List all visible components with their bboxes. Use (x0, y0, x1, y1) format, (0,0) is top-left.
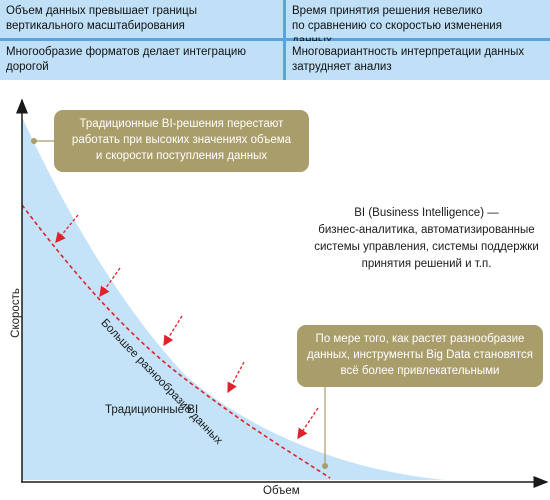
callout-line: работать при высоких значениях объема (71, 134, 292, 146)
shift-arrow (163, 315, 183, 347)
table-cell-variety: Многообразие форматов делает интеграцию … (0, 41, 283, 80)
shift-arrow (297, 407, 319, 440)
callout-big-data: По мере того, как растет разнообразие да… (297, 325, 543, 387)
cell-line: Объем данных превышает границы (6, 5, 197, 17)
cell-line: Время принятия решения невелико (292, 5, 483, 17)
traditional-bi-label: Традиционные BI (105, 404, 199, 416)
callout-line: Традиционные BI-решения перестают (79, 118, 284, 130)
callout-line: данных, инструменты Big Data становятся (307, 349, 533, 361)
callout-line: всё более привлекательными (340, 365, 500, 377)
bi-definition: BI (Business Intelligence) — бизнес-анал… (304, 205, 549, 273)
challenges-table: Объем данных превышает границы вертикаль… (0, 0, 550, 80)
shift-arrow (227, 361, 245, 394)
table-cell-volume: Объем данных превышает границы вертикаль… (0, 0, 283, 38)
variety-dashed-curve (21, 204, 331, 479)
shift-arrows (55, 214, 319, 440)
cell-line: затрудняет анализ (292, 61, 392, 73)
definition-line: BI (Business Intelligence) — (354, 207, 499, 219)
definition-line: системы управления, системы поддержки (314, 241, 539, 253)
callout-line: и скорости поступления данных (95, 150, 268, 162)
table-cell-variability: Многовариантность интерпретации данных з… (286, 41, 550, 80)
traditional-bi-region (22, 117, 445, 480)
shift-arrow (55, 214, 79, 244)
callout-right-dot (322, 463, 328, 469)
table-cell-velocity: Время принятия решения невелико по сравн… (286, 0, 550, 47)
y-axis-label: Скорость (9, 288, 22, 338)
callout-traditional-bi: Традиционные BI-решения перестают работа… (54, 110, 309, 172)
callout-line: По мере того, как растет разнообразие (315, 333, 525, 345)
definition-line: бизнес-аналитика, автоматизированные (318, 224, 535, 236)
cell-line: дорогой (6, 61, 49, 73)
cell-line: вертикального масштабирования (6, 20, 185, 32)
x-axis-label: Объем (263, 485, 300, 497)
cell-line: Многообразие форматов делает интеграцию (6, 46, 246, 58)
definition-line: принятия решений и т.п. (361, 258, 492, 270)
cell-line: Многовариантность интерпретации данных (292, 46, 525, 58)
callout-top-dot (31, 138, 37, 144)
shift-arrow (99, 267, 121, 298)
